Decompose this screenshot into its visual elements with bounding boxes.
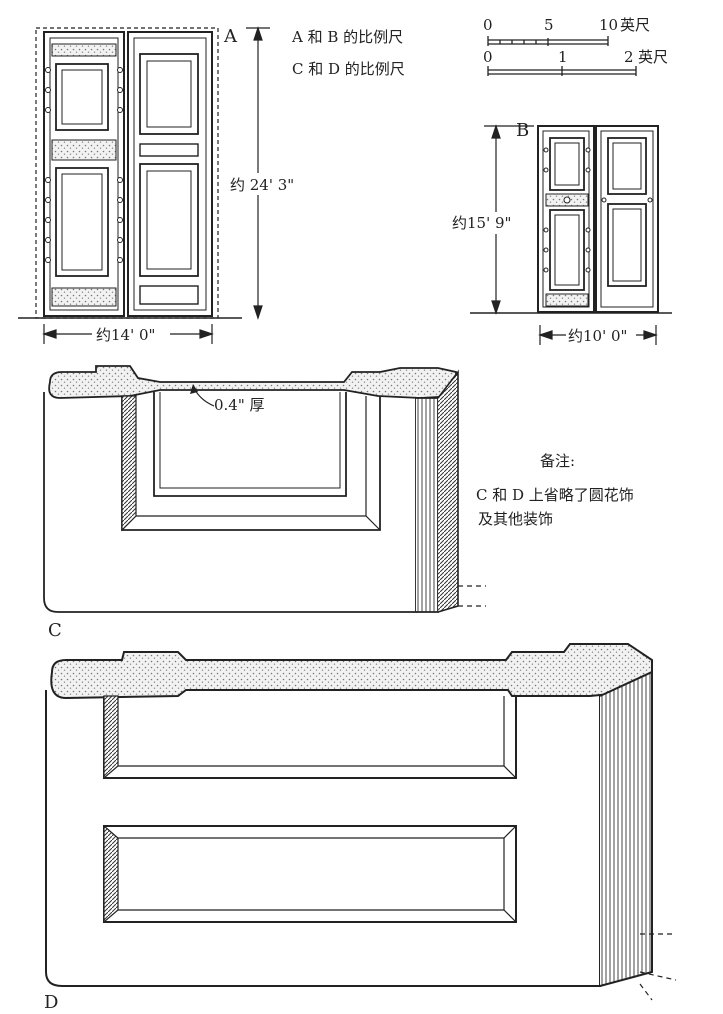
note-line-1: C 和 D 上省略了圆花饰 (476, 486, 634, 504)
label-d: D (44, 992, 58, 1013)
scale-bar-ab (487, 36, 609, 46)
scale-ab-label: A 和 B 的比例尺 (291, 28, 403, 46)
scale-ab-unit: 英尺 (620, 16, 650, 34)
c-thickness-label: 0.4" 厚 (214, 396, 265, 414)
b-width-mask (566, 326, 636, 346)
b-height-mask (450, 212, 520, 234)
scale-cd-unit: 英尺 (638, 48, 668, 66)
scale-cd-tick-2: 2 (624, 48, 634, 66)
scale-cd-tick-1: 1 (558, 48, 568, 66)
note-title: 备注: (540, 452, 575, 470)
a-width-mask (92, 325, 170, 345)
door-b (470, 125, 672, 314)
scale-ab-tick-5: 5 (544, 16, 554, 34)
b-width-dimension: 约10' 0" (568, 327, 627, 345)
a-height-dimension: 约 24' 3" (230, 176, 294, 194)
note-line-2: 及其他装饰 (478, 510, 553, 528)
a-width-dimension: 约14' 0" (96, 326, 155, 344)
scale-ab-tick-0: 0 (483, 16, 493, 34)
scale-cd-label: C 和 D 的比例尺 (292, 60, 405, 78)
scale-ab-tick-10: 10 (599, 16, 618, 34)
door-a (18, 27, 242, 319)
scale-cd-tick-0: 0 (483, 48, 493, 66)
label-c: C (48, 620, 62, 641)
detail-d (45, 643, 677, 1001)
b-height-dimension: 约15' 9" (452, 214, 511, 232)
label-a: A (223, 26, 238, 47)
detail-c (43, 365, 486, 613)
a-height-mask (226, 173, 292, 195)
scale-bar-cd (487, 66, 637, 76)
label-b: B (516, 120, 529, 141)
